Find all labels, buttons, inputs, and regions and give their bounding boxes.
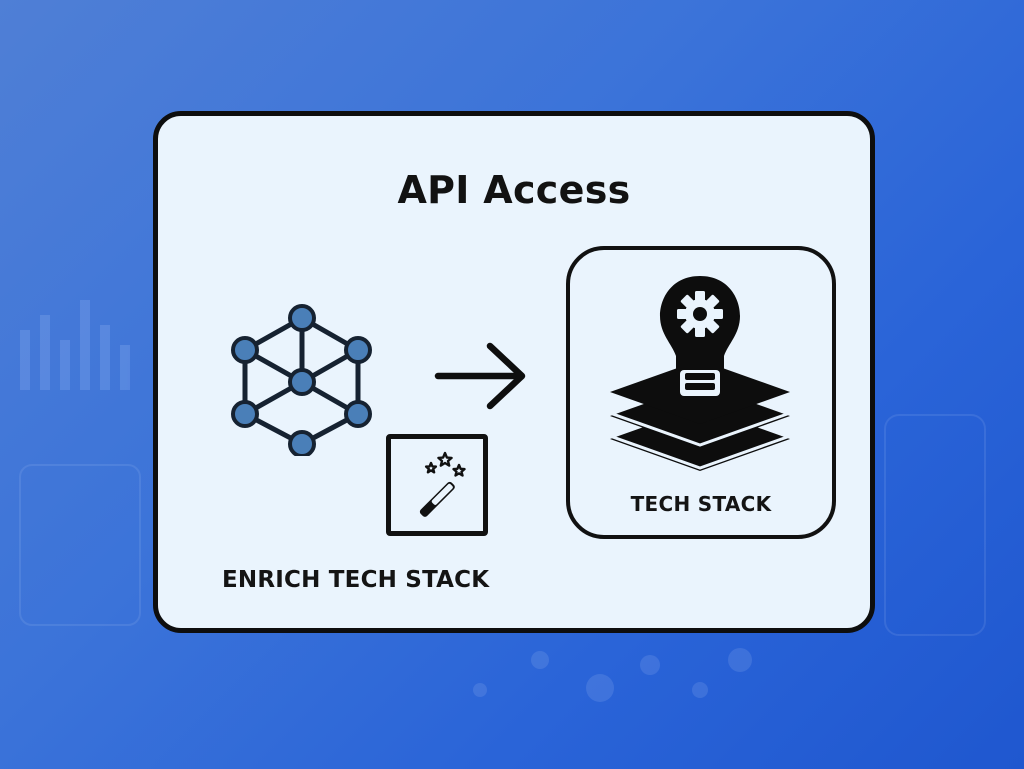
tech-stack-label: TECH STACK — [630, 492, 772, 516]
lightbulb-gear-layers-icon — [605, 276, 795, 471]
enrich-tech-stack-label: ENRICH TECH STACK — [222, 567, 490, 593]
card-title: API Access — [397, 168, 631, 212]
arrow-right-icon — [434, 342, 526, 410]
magic-wand-icon — [419, 451, 466, 517]
magic-wand-badge — [386, 434, 488, 536]
api-access-card: API Access — [153, 111, 875, 633]
network-graph-icon — [231, 304, 372, 456]
tech-stack-panel: TECH STACK — [566, 246, 836, 539]
